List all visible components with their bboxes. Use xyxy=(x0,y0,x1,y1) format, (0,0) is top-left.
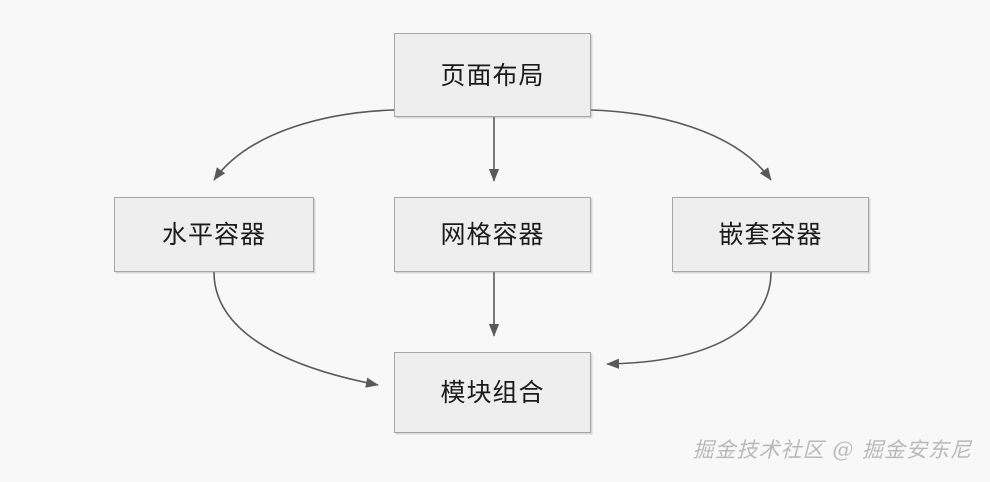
edge-page-layout-to-horizontal xyxy=(213,109,395,181)
node-grid-container[interactable]: 网格容器 xyxy=(394,197,591,272)
node-page-layout[interactable]: 页面布局 xyxy=(394,33,591,117)
edge-nested-to-module xyxy=(606,271,772,369)
node-horizontal-container-label: 水平容器 xyxy=(161,220,266,249)
edge-horizontal-to-module xyxy=(213,271,379,388)
node-nested-container[interactable]: 嵌套容器 xyxy=(672,197,869,272)
node-module-composition-label: 模块组合 xyxy=(440,378,545,407)
node-module-composition[interactable]: 模块组合 xyxy=(394,352,591,433)
node-page-layout-label: 页面布局 xyxy=(440,60,545,90)
node-grid-container-label: 网格容器 xyxy=(440,220,545,249)
edge-page-layout-to-nested xyxy=(590,109,772,181)
node-nested-container-label: 嵌套容器 xyxy=(718,220,823,249)
watermark: 掘金技术社区 @ 掘金安东尼 xyxy=(692,438,972,462)
node-horizontal-container[interactable]: 水平容器 xyxy=(114,197,314,272)
